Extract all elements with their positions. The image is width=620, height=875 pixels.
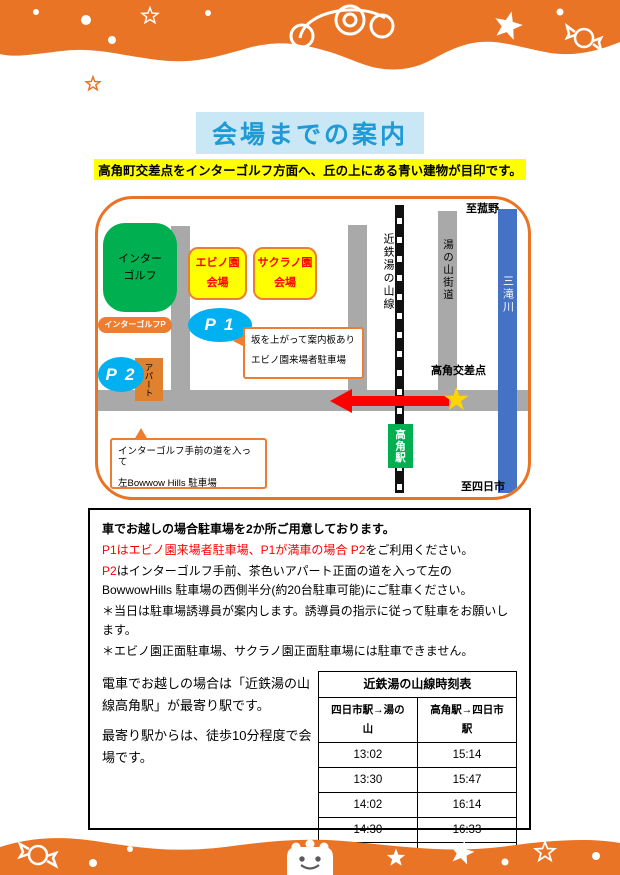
parking-note2: ＊エビノ園正面駐車場、サクラノ園正面駐車場には駐車できません。	[102, 644, 474, 658]
time-cell: 14:02	[317, 792, 418, 818]
golf-label-line2: ゴルフ	[123, 269, 157, 282]
timetable-row: 13:30 15:47	[317, 767, 518, 793]
callout-p2-line1: インターゴルフ手前の道を入って	[118, 446, 252, 469]
time-cell: 15:47	[416, 767, 518, 793]
time-cell: 16:14	[416, 792, 518, 818]
timetable-row: 15:02 17:13	[317, 842, 518, 868]
notice-row: 高角町交差点をインターゴルフ方面へ、丘の上にある青い建物が目印です。	[0, 159, 620, 180]
venue-sakura-name: サクラノ園	[257, 256, 313, 269]
car-info-line1: 車でお越しの場合駐車場を2か所ご用意しております。	[102, 522, 395, 536]
page-title: 会場までの案内	[195, 112, 424, 154]
venue-sakura-kaijo: 会場	[274, 276, 296, 289]
venue-ebino-box: エビノ園 会場	[188, 247, 247, 300]
train-info: 電車でお越しの場合は「近鉄湯の山線高角駅」が最寄り駅です。 最寄り駅からは、徒歩…	[102, 671, 316, 875]
access-map: 三滝川 近鉄湯の山線 湯の山街道 至菰野 至四日市 インター ゴルフ インターゴ…	[95, 196, 531, 500]
to-komono-label: 至菰野	[466, 203, 499, 215]
timetable-row: 14:30 16:33	[317, 817, 518, 843]
time-cell: 13:30	[317, 767, 418, 793]
callout-p1-parking: 坂を上がって案内板あり エビノ園来場者駐車場	[233, 327, 364, 379]
side-road-center	[348, 225, 367, 411]
railway-label: 近鉄湯の山線	[382, 233, 394, 311]
to-yokkaichi-label: 至四日市	[461, 481, 505, 493]
callout-p1-line2: エビノ園来場者駐車場	[251, 355, 347, 367]
car-info-line3: P2はインターゴルフ手前、茶色いアパート正面の道を入って左の BowwowHil…	[102, 562, 517, 600]
candy-icon	[17, 841, 59, 869]
direction-arrow-head	[330, 389, 352, 413]
yunoyama-road-label: 湯の山街道	[442, 239, 454, 302]
crossing-label: 高角交差点	[431, 365, 486, 377]
river: 三滝川	[498, 209, 517, 493]
train-info-line2: 最寄り駅からは、徒歩10分程度で会場です。	[102, 728, 312, 766]
venue-ebino-kaijo: 会場	[206, 276, 229, 289]
top-decoration-band	[0, 0, 620, 92]
time-cell: 17:13	[416, 842, 518, 868]
station-label: 高角駅	[394, 428, 406, 464]
time-cell: 15:02	[317, 842, 418, 868]
timetable-row: 13:02 15:14	[317, 742, 518, 768]
time-cell: 15:14	[416, 742, 518, 768]
inter-golf-area: インター ゴルフ	[103, 223, 177, 312]
headphones-icon	[289, 4, 395, 49]
star-icon	[495, 11, 523, 40]
timetable-col2: 高角駅→四日市駅	[416, 697, 518, 743]
time-cell: 14:30	[317, 817, 418, 843]
star-icon	[140, 5, 160, 25]
car-info-line3-black: はインターゴルフ手前、茶色いアパート正面の道を入って左の BowwowHills…	[102, 564, 473, 597]
timetable: 近鉄湯の山線時刻表 四日市駅→湯の山 高角駅→四日市駅 13:02 15:14 …	[317, 671, 518, 875]
venue-ebino-name: エビノ園	[195, 256, 240, 269]
time-cell: 15:29	[317, 867, 418, 875]
direction-arrow-shaft	[352, 396, 449, 406]
callout-p1-line1: 坂を上がって案内板あり	[251, 335, 356, 346]
apartment-label: アパート	[144, 362, 154, 397]
timetable-row: 14:02 16:14	[317, 792, 518, 818]
car-info-line2-black: をご利用ください。	[365, 543, 474, 557]
crossing-star-icon: ★	[442, 381, 471, 417]
info-box: 車でお越しの場合駐車場を2か所ご用意しております。 P1はエビノ園来場者駐車場、…	[88, 508, 531, 875]
venue-sakura-box: サクラノ園 会場	[253, 247, 317, 300]
golf-parking-pill: インターゴルフP	[98, 317, 172, 333]
river-label: 三滝川	[501, 275, 514, 314]
time-cell: 16:33	[416, 817, 518, 843]
time-cell: 17:32	[416, 867, 518, 875]
train-info-line1: 電車でお越しの場合は「近鉄湯の山線高角駅」が最寄り駅です。	[102, 676, 311, 714]
callout-p2-line2: 左Bowwow Hills 駐車場	[118, 477, 217, 489]
car-info-line2: P1はエビノ園来場者駐車場、P1が満車の場合 P2をご利用ください。	[102, 541, 517, 560]
timetable-title: 近鉄湯の山線時刻表	[317, 671, 518, 698]
star-icon	[532, 839, 558, 863]
timetable-row: 15:29 17:32	[317, 867, 518, 875]
timetable-col1: 四日市駅→湯の山	[317, 697, 418, 743]
time-cell: 13:02	[317, 742, 418, 768]
golf-label-line1: インター	[118, 253, 162, 265]
dots-decoration	[33, 8, 564, 44]
star-icon	[84, 74, 102, 92]
candy-icon	[564, 22, 604, 54]
takatsuno-station-box: 高角駅	[388, 424, 413, 468]
parking-note1: ＊当日は駐車場誘導員が案内します。誘導員の指示に従って駐車をお願いします。	[102, 604, 509, 637]
car-info-line3-red: P2	[102, 564, 117, 578]
page-title-row: 会場までの案内	[0, 112, 620, 154]
railway-line	[395, 205, 404, 493]
callout-p2-parking: インターゴルフ手前の道を入って 左Bowwow Hills 駐車場	[110, 428, 267, 489]
yunoyama-road	[438, 211, 457, 411]
parking-p2-badge: P 2	[98, 357, 144, 392]
train-and-timetable-row: 電車でお越しの場合は「近鉄湯の山線高角駅」が最寄り駅です。 最寄り駅からは、徒歩…	[102, 671, 518, 875]
notice-highlight: 高角町交差点をインターゴルフ方面へ、丘の上にある青い建物が目印です。	[94, 159, 526, 180]
car-info-line2-red: P1はエビノ園来場者駐車場、P1が満車の場合 P2	[102, 543, 366, 557]
